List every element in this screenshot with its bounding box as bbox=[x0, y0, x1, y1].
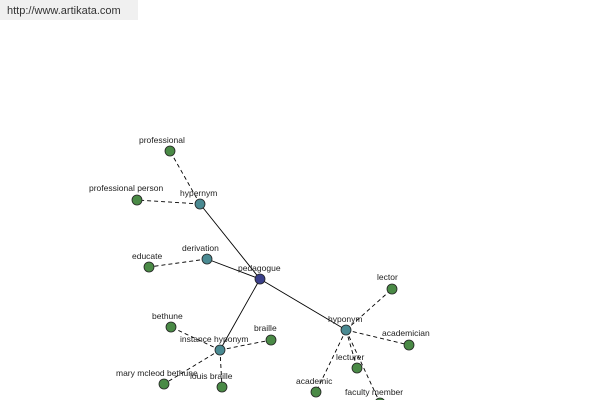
node-dot-mary-mcleod-bethune[interactable] bbox=[158, 378, 170, 390]
node-label-academician: academician bbox=[382, 328, 430, 338]
node-dot-bethune[interactable] bbox=[165, 321, 177, 333]
node-label-professional: professional bbox=[139, 135, 185, 145]
edges-layer bbox=[136, 150, 410, 400]
edge-derivation-to-educate bbox=[148, 258, 208, 268]
node-label-derivation: derivation bbox=[182, 243, 219, 253]
graph-node-academic[interactable]: academic bbox=[296, 376, 333, 398]
graph-node-louis-braille[interactable]: louis braille bbox=[190, 371, 233, 393]
edge-hyponym-to-academic bbox=[315, 329, 347, 393]
edge-pedagogue-to-instance-hyponym bbox=[219, 278, 261, 351]
node-label-bethune: bethune bbox=[152, 311, 183, 321]
node-label-lecturer: lecturer bbox=[336, 352, 365, 362]
node-dot-pedagogue[interactable] bbox=[254, 273, 266, 285]
graph-node-hyponym[interactable]: hyponym bbox=[328, 314, 363, 336]
graph-node-educate[interactable]: educate bbox=[132, 251, 163, 273]
edge-instance-hyponym-to-bethune bbox=[170, 326, 221, 351]
graph-node-derivation[interactable]: derivation bbox=[182, 243, 219, 265]
url-bar: http://www.artikata.com bbox=[0, 0, 138, 20]
graph-node-hypernym[interactable]: hypernym bbox=[180, 188, 217, 210]
node-label-hypernym: hypernym bbox=[180, 188, 217, 198]
graph-node-lector[interactable]: lector bbox=[377, 272, 398, 295]
node-dot-braille[interactable] bbox=[265, 334, 277, 346]
node-label-lector: lector bbox=[377, 272, 398, 282]
node-dot-instance-hyponym[interactable] bbox=[214, 344, 226, 356]
edge-instance-hyponym-to-mary-mcleod-bethune bbox=[163, 349, 221, 385]
node-label-faculty-member: faculty member bbox=[345, 387, 403, 397]
node-dot-hypernym[interactable] bbox=[194, 198, 206, 210]
node-dot-educate[interactable] bbox=[143, 261, 155, 273]
node-label-pedagogue: pedagogue bbox=[238, 263, 281, 273]
edge-pedagogue-to-hypernym bbox=[199, 203, 261, 280]
graph-node-professional[interactable]: professional bbox=[139, 135, 185, 157]
edge-hypernym-to-professional bbox=[169, 150, 201, 205]
node-label-mary-mcleod-bethune: mary mcleod bethune bbox=[116, 368, 198, 378]
node-dot-professional-person[interactable] bbox=[131, 194, 143, 206]
graph-node-pedagogue[interactable]: pedagogue bbox=[238, 263, 281, 285]
node-dot-academician[interactable] bbox=[403, 339, 415, 351]
node-label-louis-braille: louis braille bbox=[190, 371, 233, 381]
node-label-professional-person: professional person bbox=[89, 183, 163, 193]
edge-pedagogue-to-derivation bbox=[206, 258, 261, 280]
node-label-instance-hyponym: instance hyponym bbox=[180, 334, 249, 344]
node-label-academic: academic bbox=[296, 376, 333, 386]
edge-instance-hyponym-to-louis-braille bbox=[219, 349, 223, 388]
node-label-braille: braille bbox=[254, 323, 277, 333]
graph-node-braille[interactable]: braille bbox=[254, 323, 277, 346]
graph-node-faculty-member[interactable]: faculty member bbox=[345, 387, 403, 400]
node-dot-lecturer[interactable] bbox=[351, 362, 363, 374]
edge-instance-hyponym-to-braille bbox=[219, 339, 272, 351]
edge-hyponym-to-academician bbox=[345, 329, 410, 346]
node-label-hyponym: hyponym bbox=[328, 314, 363, 324]
node-dot-louis-braille[interactable] bbox=[216, 381, 228, 393]
node-dot-lector[interactable] bbox=[386, 283, 398, 295]
graph-node-lecturer[interactable]: lecturer bbox=[336, 352, 365, 374]
graph-node-academician[interactable]: academician bbox=[382, 328, 430, 351]
edge-hyponym-to-lecturer bbox=[345, 329, 358, 369]
edge-hypernym-to-professional-person bbox=[136, 199, 201, 205]
node-dot-academic[interactable] bbox=[310, 386, 322, 398]
edge-pedagogue-to-hyponym bbox=[259, 278, 347, 331]
node-dot-hyponym[interactable] bbox=[340, 324, 352, 336]
edge-hyponym-to-lector bbox=[345, 288, 393, 331]
nodes-layer: pedagogue hypernym derivation instance hypo… bbox=[89, 135, 430, 400]
node-dot-derivation[interactable] bbox=[201, 253, 213, 265]
graph-node-bethune[interactable]: bethune bbox=[152, 311, 183, 333]
node-dot-professional[interactable] bbox=[164, 145, 176, 157]
site-url-link[interactable]: http://www.artikata.com bbox=[7, 5, 121, 17]
graph-node-professional-person[interactable]: professional person bbox=[89, 183, 163, 206]
graph-node-instance-hyponym[interactable]: instance hyponym bbox=[180, 334, 249, 356]
graph-node-mary-mcleod-bethune[interactable]: mary mcleod bethune bbox=[116, 368, 198, 390]
node-label-educate: educate bbox=[132, 251, 163, 261]
